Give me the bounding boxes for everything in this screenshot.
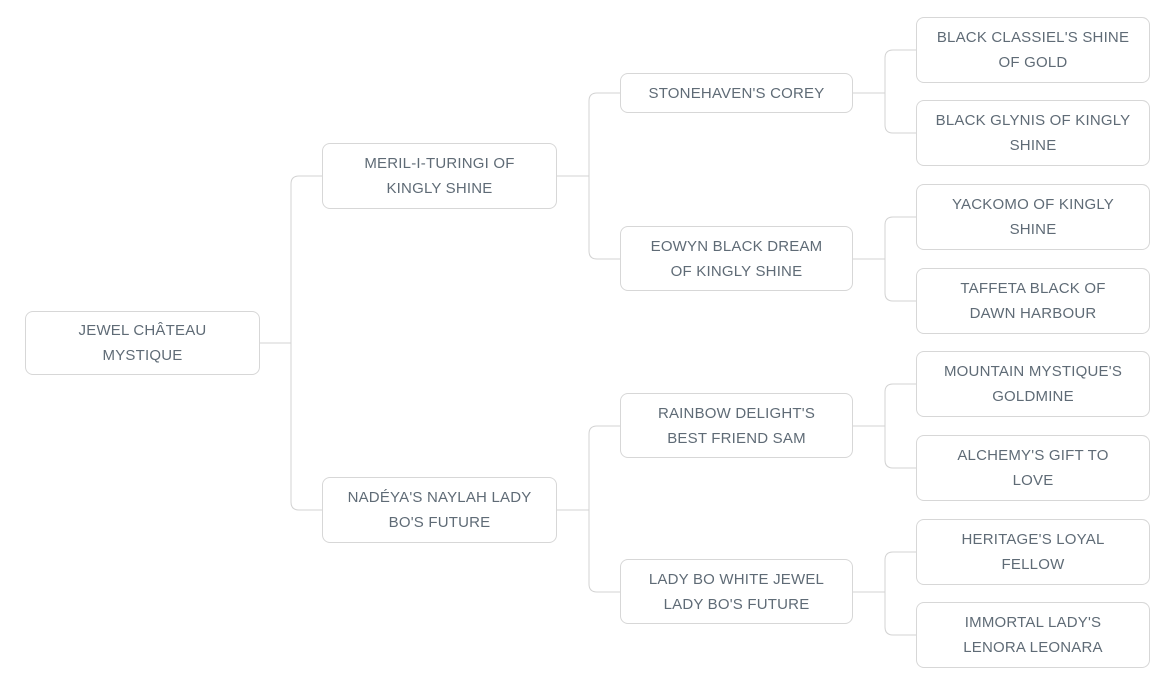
connector-gen3-2-to-gen4 — [853, 216, 916, 302]
pedigree-node-sire-sire-dam[interactable]: BLACK GLYNIS OF KINGLY SHINE — [916, 100, 1150, 166]
pedigree-node-sire-sire-sire[interactable]: BLACK CLASSIEL'S SHINE OF GOLD — [916, 17, 1150, 83]
pedigree-node-dam-sire-sire[interactable]: MOUNTAIN MYSTIQUE'S GOLDMINE — [916, 351, 1150, 417]
connector-gen3-1-to-gen4 — [853, 49, 916, 134]
pedigree-node-sire-dam-dam[interactable]: TAFFETA BLACK OF DAWN HARBOUR — [916, 268, 1150, 334]
connector-root-to-gen2 — [260, 175, 322, 511]
pedigree-node-dam-dam[interactable]: LADY BO WHITE JEWEL LADY BO'S FUTURE — [620, 559, 853, 624]
pedigree-node-dam-dam-dam[interactable]: IMMORTAL LADY'S LENORA LEONARA — [916, 602, 1150, 668]
connector-sire-to-gen3 — [557, 92, 620, 260]
pedigree-node-sire[interactable]: MERIL-I-TURINGI OF KINGLY SHINE — [322, 143, 557, 209]
pedigree-node-sire-dam[interactable]: EOWYN BLACK DREAM OF KINGLY SHINE — [620, 226, 853, 291]
pedigree-node-dam-sire[interactable]: RAINBOW DELIGHT'S BEST FRIEND SAM — [620, 393, 853, 458]
connector-gen3-3-to-gen4 — [853, 383, 916, 469]
connector-gen3-4-to-gen4 — [853, 551, 916, 636]
pedigree-node-sire-sire[interactable]: STONEHAVEN'S COREY — [620, 73, 853, 113]
pedigree-node-dam-dam-sire[interactable]: HERITAGE'S LOYAL FELLOW — [916, 519, 1150, 585]
connector-dam-to-gen3 — [557, 425, 620, 593]
pedigree-node-root[interactable]: JEWEL CHÂTEAU MYSTIQUE — [25, 311, 260, 375]
pedigree-node-dam-sire-dam[interactable]: ALCHEMY'S GIFT TO LOVE — [916, 435, 1150, 501]
pedigree-node-dam[interactable]: NADÉYA'S NAYLAH LADY BO'S FUTURE — [322, 477, 557, 543]
pedigree-node-sire-dam-sire[interactable]: YACKOMO OF KINGLY SHINE — [916, 184, 1150, 250]
